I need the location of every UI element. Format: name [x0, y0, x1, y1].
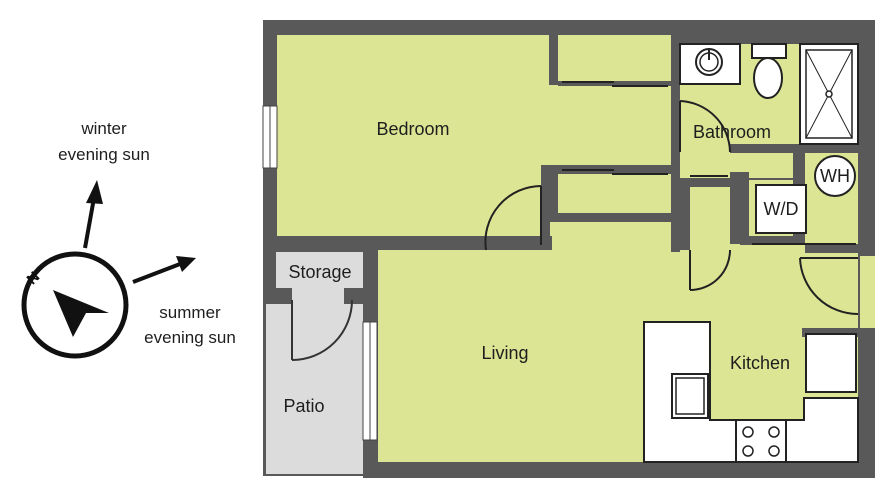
storage-floor: [276, 252, 364, 288]
range-icon: [735, 419, 787, 463]
wall-entry-stub: [858, 244, 875, 256]
washer-dryer-label: W/D: [764, 199, 799, 219]
shower-base-icon: [805, 49, 853, 139]
water-heater-icon: [814, 155, 856, 197]
wall-closet1-south: [558, 81, 671, 86]
wall-bedroom-east-lower: [541, 165, 550, 245]
toilet-tank-icon: [751, 43, 787, 59]
bedroom-link-floor: [549, 85, 671, 165]
hall-floor: [549, 222, 680, 252]
kitchen-sink-icon: [671, 373, 709, 419]
bathroom-door-swing: [679, 100, 731, 153]
wall-bedroom-east: [549, 35, 558, 85]
bedroom-floor: [277, 35, 549, 236]
room-label-kitchen: Kitchen: [730, 353, 790, 373]
wall-laundry-west: [730, 172, 749, 244]
bedroom-door-swing: [484, 185, 542, 251]
room-label-living: Living: [481, 343, 528, 363]
winter-sun-label-line2: evening sun: [58, 145, 150, 164]
entry-door-swing: [799, 257, 859, 315]
summer-sun-arrow: [132, 262, 181, 284]
shower-drain-icon: [825, 90, 833, 98]
burner-4-icon: [768, 445, 780, 457]
compass: N: [21, 180, 196, 359]
closet1-floor: [558, 35, 671, 85]
wall-wh-south: [805, 244, 858, 253]
burner-2-icon: [768, 426, 780, 438]
toilet-bowl-icon: [753, 57, 783, 99]
summer-sun-label-line2: evening sun: [144, 328, 236, 347]
wall-hall-mid: [680, 178, 730, 187]
winter-sun-label-line1: winter: [80, 119, 127, 138]
wall-laundry-south: [740, 236, 793, 245]
summer-sun-arrowhead: [176, 256, 196, 272]
closet3-door-swing: [689, 249, 731, 291]
wall-bath-south-right: [796, 144, 858, 153]
burner-3-icon: [742, 445, 754, 457]
storage-door-swing: [291, 299, 353, 361]
kitchen-sink-basin-icon: [675, 377, 705, 415]
winter-sun-arrowhead: [86, 180, 103, 204]
storage-closet-floor: [292, 288, 344, 360]
fridge-icon: [805, 333, 857, 393]
wall-kitchen-pantry: [802, 328, 858, 337]
compass-needle: [53, 290, 109, 337]
room-label-storage: Storage: [288, 262, 351, 282]
wall-bath-south: [730, 144, 805, 153]
room-label-patio: Patio: [283, 396, 324, 416]
wall-closet2-south: [558, 213, 680, 222]
water-heater-label: WH: [820, 166, 850, 186]
wall-bath-west-lower: [671, 152, 680, 252]
burner-1-icon: [742, 426, 754, 438]
wall-bedroom-living: [277, 236, 552, 250]
closet2-floor: [558, 172, 671, 213]
room-label-bedroom: Bedroom: [376, 119, 449, 139]
summer-sun-label-line1: summer: [159, 303, 221, 322]
wall-entry-opening: [860, 256, 875, 328]
wall-bath-west: [671, 35, 680, 101]
room-label-bathroom: Bathroom: [693, 122, 771, 142]
washer-dryer-icon: [755, 184, 807, 234]
winter-sun-arrow: [83, 197, 96, 249]
kitchen-counter: [643, 321, 859, 463]
